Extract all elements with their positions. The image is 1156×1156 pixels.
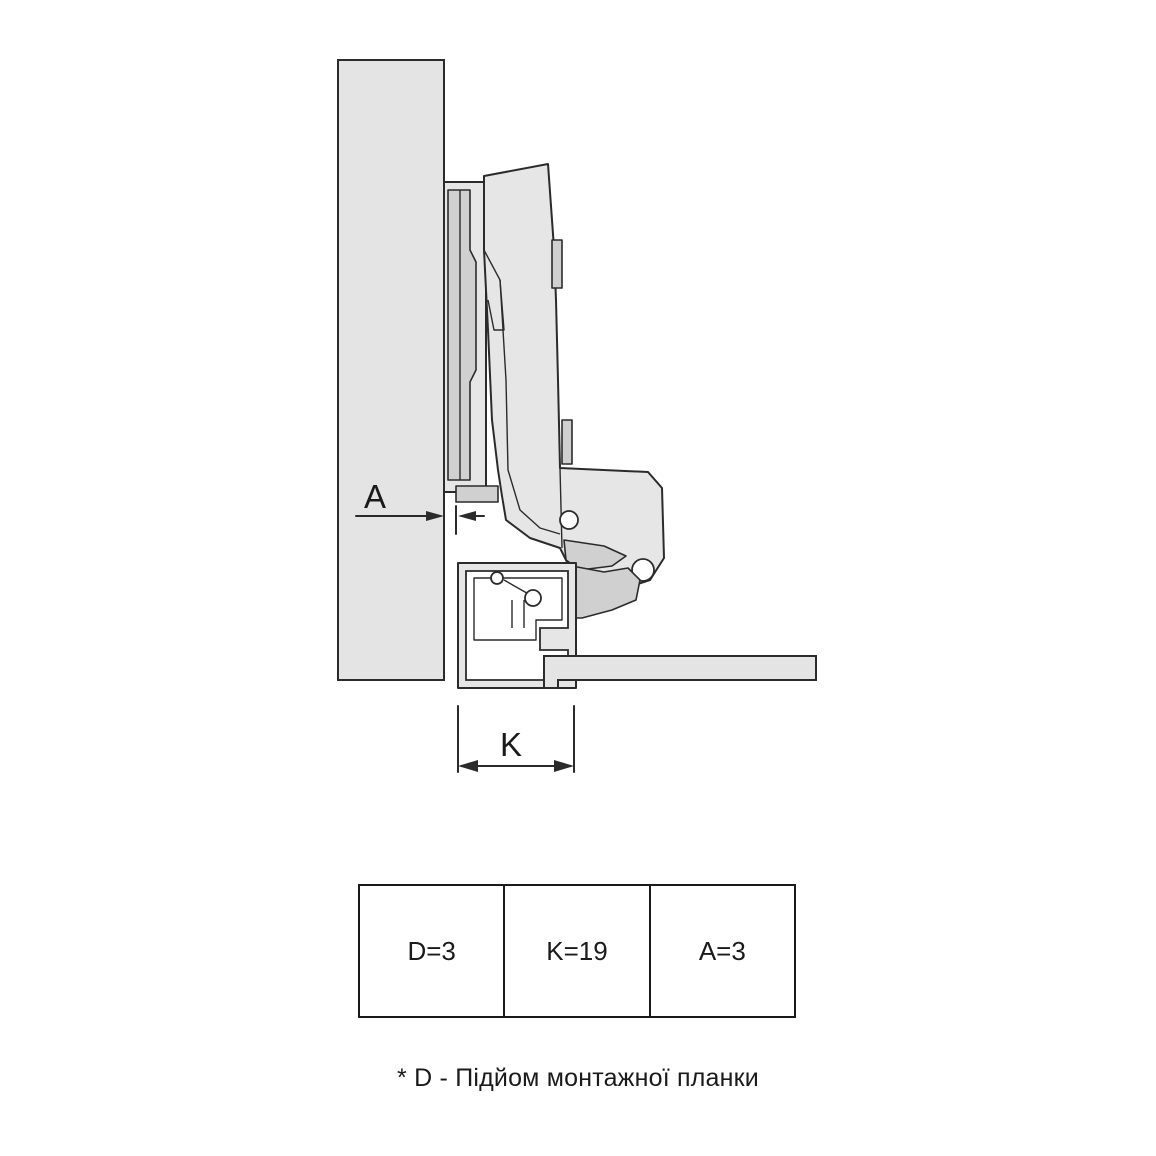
- door-panel: [543, 655, 817, 689]
- dimension-a: A: [355, 478, 485, 535]
- spec-cell-d: D=3: [360, 886, 506, 1016]
- cabinet-side-panel: [337, 59, 445, 681]
- dimension-k: K: [457, 705, 575, 773]
- hinge-arm: [483, 163, 665, 591]
- dimension-a-label: A: [364, 478, 386, 515]
- dimension-k-label: K: [500, 726, 522, 763]
- spec-table: D=3 K=19 A=3: [358, 884, 796, 1018]
- spec-cell-a: A=3: [698, 935, 746, 966]
- spec-cell-k: K=19: [505, 886, 651, 1016]
- mounting-plate: [443, 181, 499, 503]
- hinge-cup: [457, 562, 641, 689]
- footnote: * D - Підйом монтажної планки: [397, 1064, 759, 1092]
